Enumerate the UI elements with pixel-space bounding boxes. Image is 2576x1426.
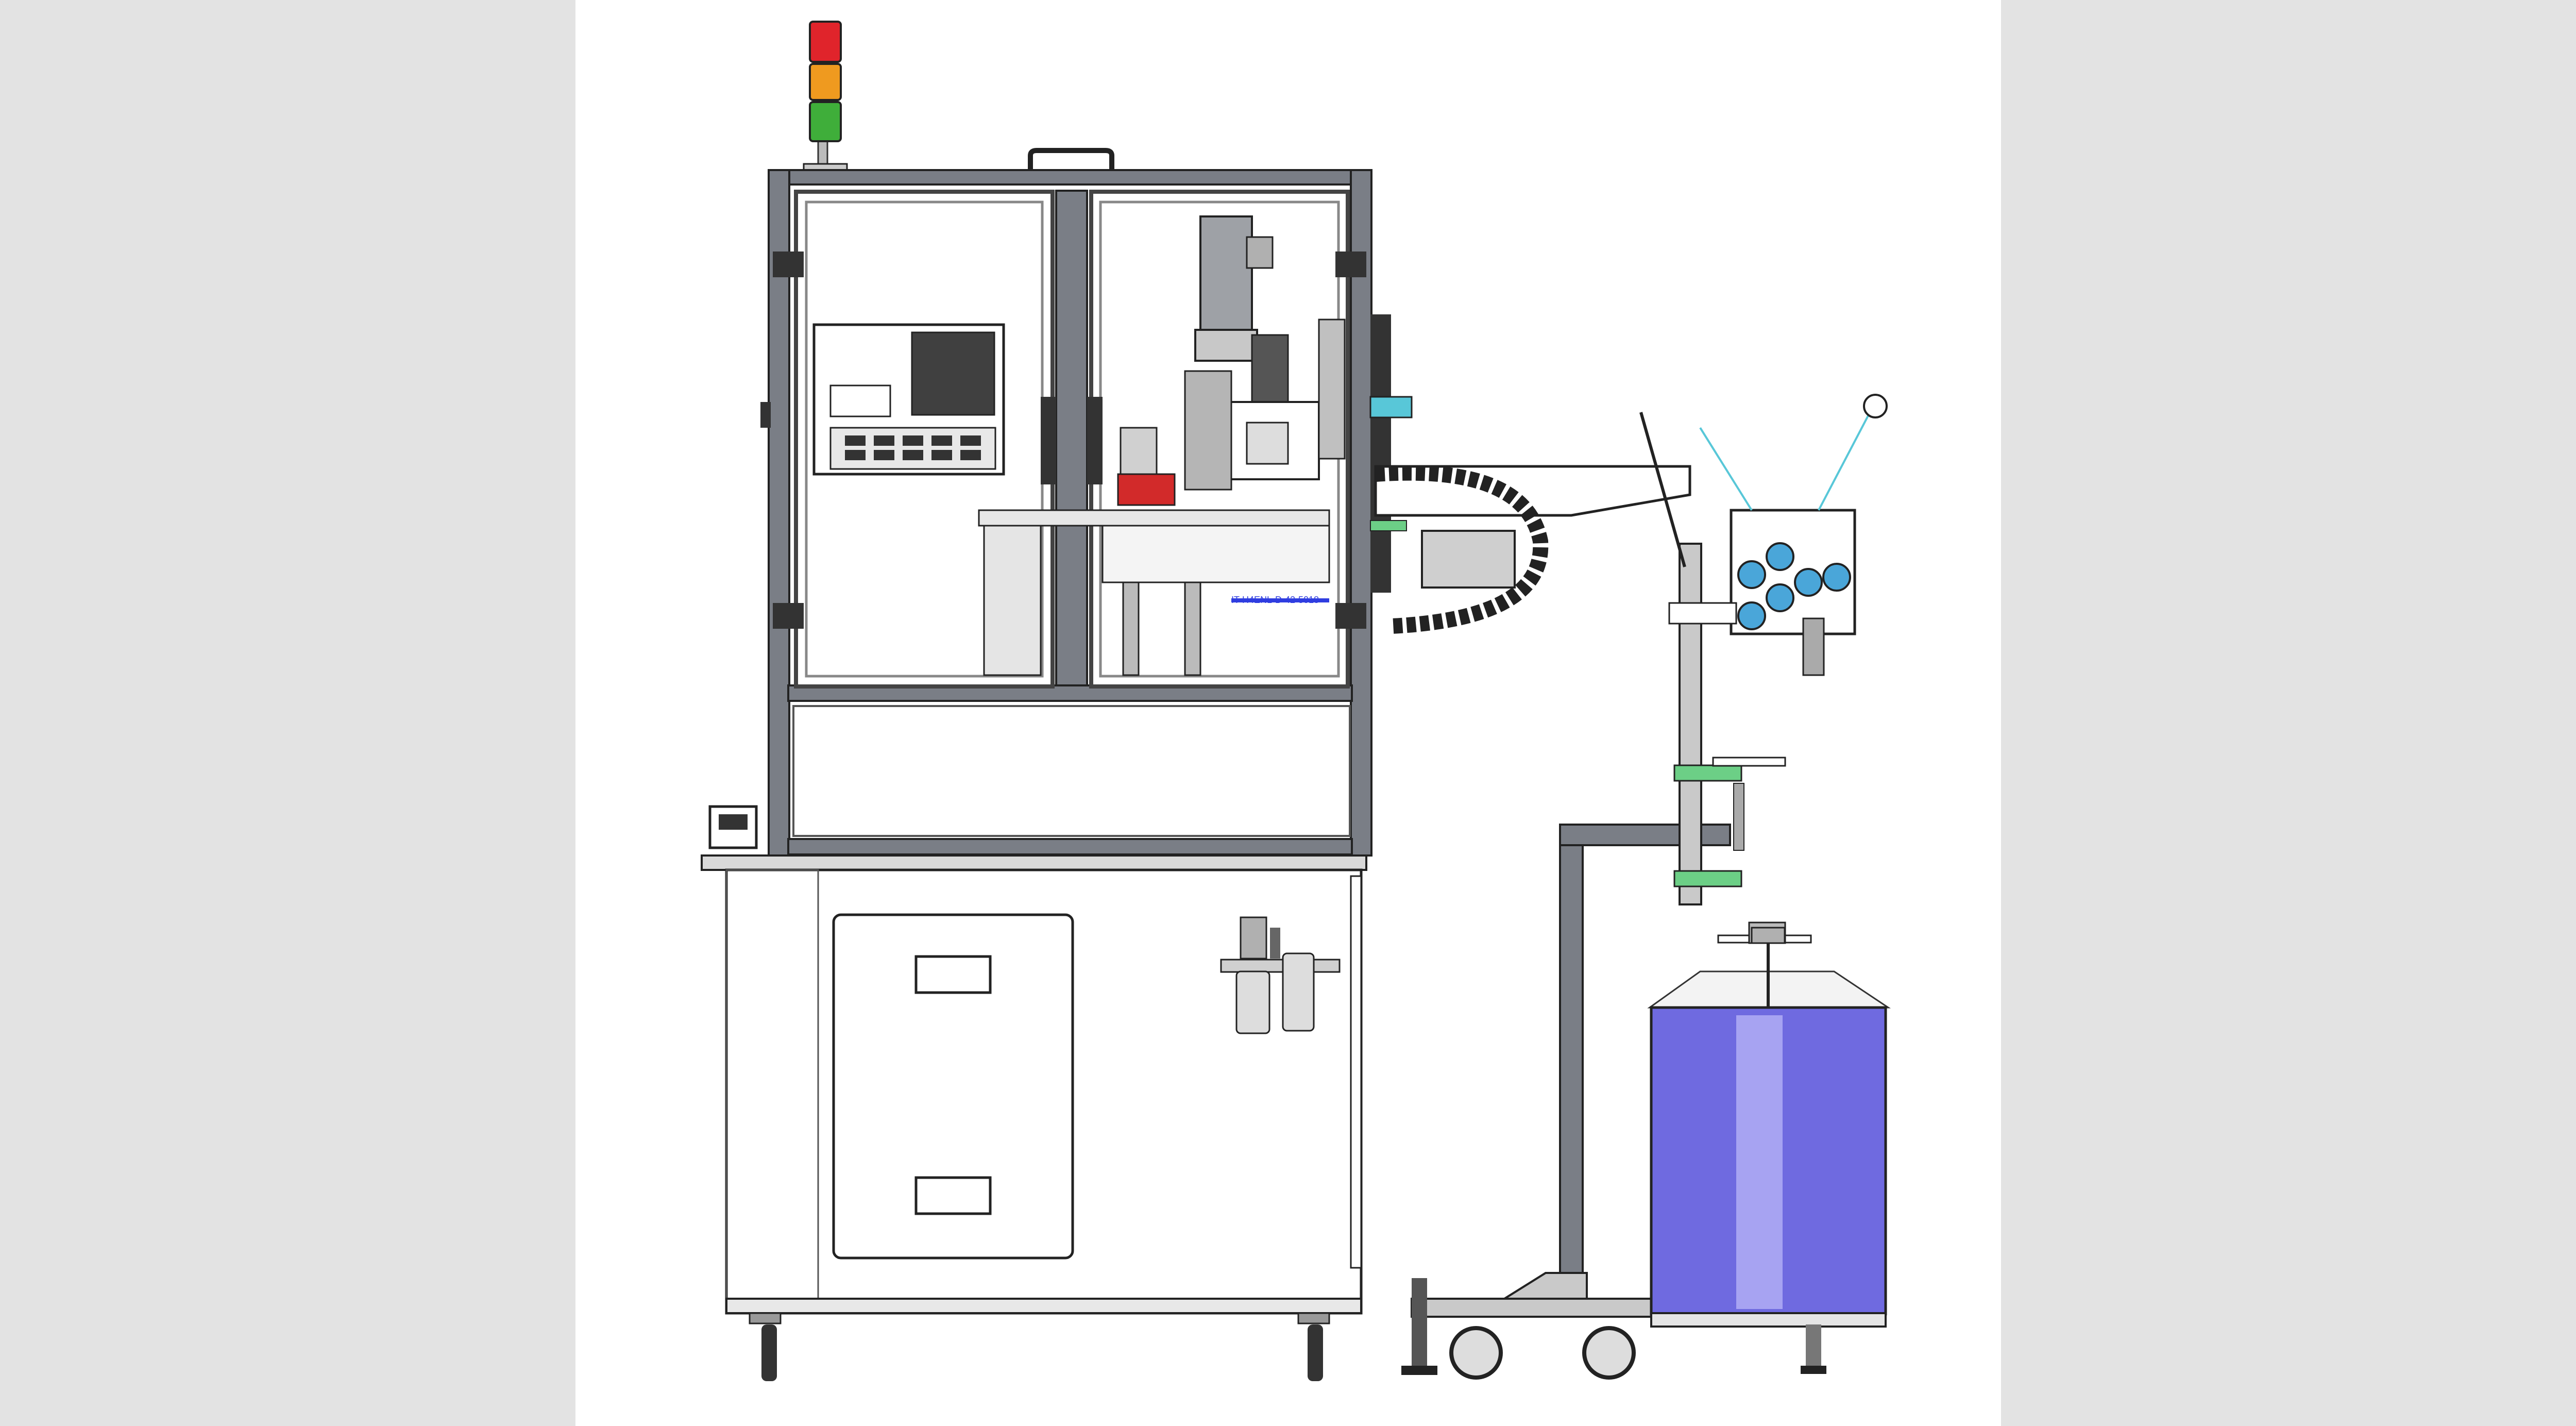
controller-key (845, 450, 866, 460)
caster-wheel-right (1297, 1312, 1330, 1381)
signal-light-orange (809, 63, 842, 101)
straightener-roller-icon (1737, 601, 1766, 630)
door-handle-right (1087, 397, 1103, 484)
controller-key (845, 435, 866, 446)
controller-key (960, 435, 981, 446)
red-actuator (1117, 473, 1176, 506)
guide-clamp-upper (1673, 764, 1742, 782)
controller-key (903, 435, 923, 446)
wire-guide-eyelet-icon (1863, 394, 1888, 418)
controller-key (903, 450, 923, 460)
spindle-label: IT-H4ENL-D-42-5018 (1231, 595, 1319, 605)
straightener-roller-icon (1766, 542, 1794, 571)
straightener-roller-icon (1822, 563, 1851, 592)
lifting-handle-icon (1028, 148, 1114, 170)
air-filter-regulator-icon (1220, 916, 1341, 1034)
control-panel-icon (812, 323, 1005, 476)
straightener-roller-icon (1737, 560, 1766, 589)
controller-key (874, 450, 894, 460)
straightener-roller-icon (1794, 568, 1823, 597)
guide-clamp-lower (1673, 870, 1742, 887)
spindle-motor-icon: IT-H4ENL-D-42-5018 (978, 215, 1346, 676)
wire-straightener-icon (1639, 394, 1888, 676)
cable-chain-icon (1369, 314, 1691, 634)
wire-drum-highlight (1736, 1015, 1783, 1309)
door-handle-left (1041, 397, 1056, 484)
signal-light-red (809, 21, 842, 63)
controller-key (931, 450, 952, 460)
signal-tower-icon (803, 21, 848, 173)
enclosure-frame (760, 148, 1372, 857)
controller-key (874, 435, 894, 446)
controller-key (931, 435, 952, 446)
caster-wheel-left (749, 1312, 782, 1381)
straightener-roller-icon (1766, 583, 1794, 612)
controller-screen (911, 331, 995, 416)
wire-drum-icon (1647, 927, 1891, 1374)
signal-light-green (809, 101, 842, 142)
controller-key (960, 450, 981, 460)
cabinet-door-icon (701, 805, 1367, 1381)
